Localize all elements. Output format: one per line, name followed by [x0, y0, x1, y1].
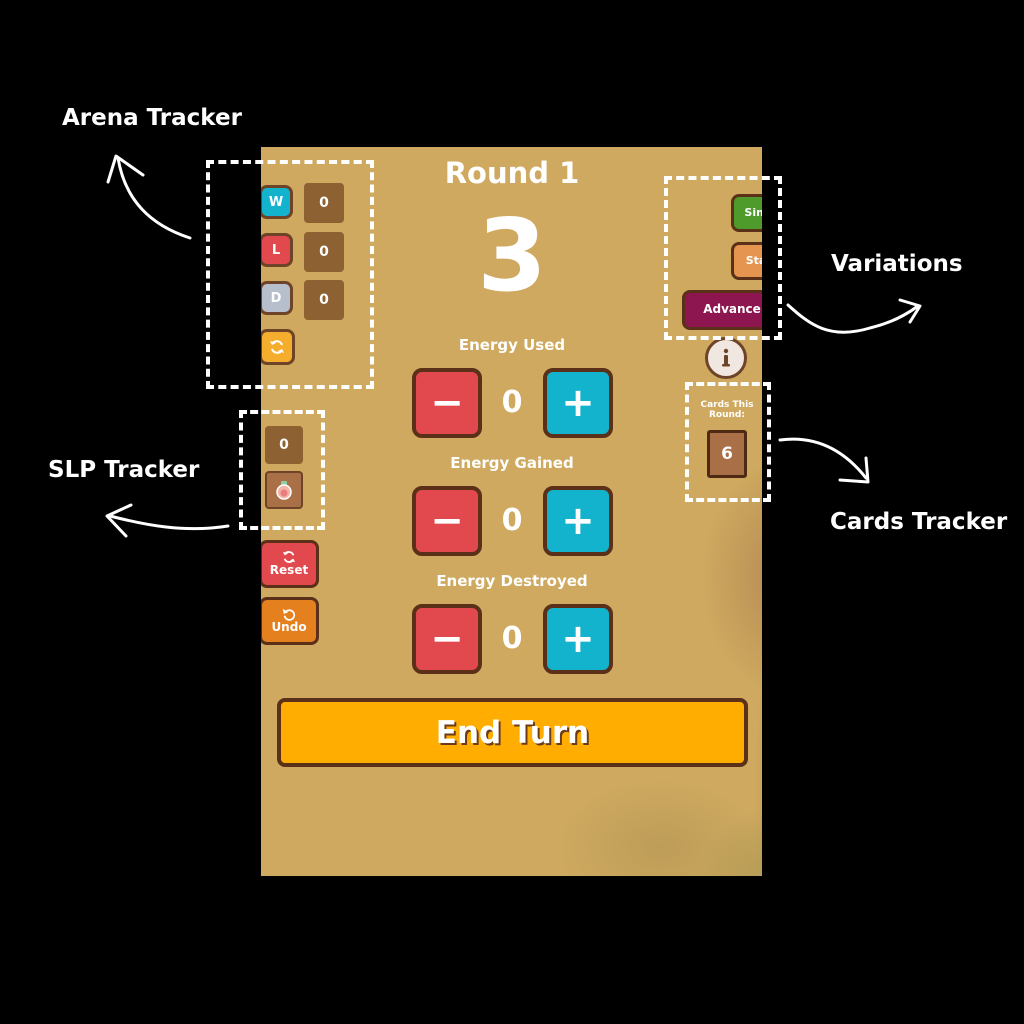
undo-icon: [282, 609, 296, 622]
standard-label: Sta: [745, 253, 762, 267]
slp-potion-button[interactable]: [265, 471, 303, 509]
energy-gained-value: 0: [501, 503, 523, 538]
end-turn-label: End Turn: [435, 714, 590, 751]
energy-destroyed-value: 0: [501, 621, 523, 656]
info-button[interactable]: [705, 337, 747, 379]
loss-label: L: [271, 242, 281, 258]
energy-used-value: 0: [501, 385, 523, 420]
arena-tracker-box: [206, 160, 374, 389]
slp-tracker-annotation: SLP Tracker: [48, 457, 200, 483]
energy-gained-minus-button[interactable]: −: [412, 486, 482, 556]
game-screen: Round 1 3 Energy Used − 0 + Energy Gaine…: [261, 147, 762, 876]
cards-tracker-annotation: Cards Tracker: [830, 509, 1008, 535]
energy-destroyed-plus-button[interactable]: +: [543, 604, 613, 674]
variations-annotation: Variations: [831, 251, 963, 277]
end-turn-button[interactable]: End Turn: [277, 698, 748, 767]
slp-tracker-box: [239, 410, 325, 530]
refresh-icon: [270, 340, 284, 354]
reset-button[interactable]: Reset: [261, 540, 319, 588]
energy-used-label: Energy Used: [458, 336, 566, 354]
advance-label: Advance: [703, 302, 761, 317]
arena-tracker-annotation: Arena Tracker: [62, 105, 242, 131]
energy-gained-label: Energy Gained: [450, 454, 574, 472]
refresh-icon: [282, 551, 296, 564]
energy-used-plus-button[interactable]: +: [543, 368, 613, 438]
simple-variation-button[interactable]: Sim: [731, 194, 762, 232]
reset-label: Reset: [269, 563, 309, 578]
loss-count: 0: [304, 232, 344, 272]
win-count: 0: [304, 183, 344, 223]
undo-button[interactable]: Undo: [261, 597, 319, 645]
cards-tracker-box: [685, 382, 771, 502]
draw-chip[interactable]: D: [261, 281, 293, 315]
energy-destroyed-minus-button[interactable]: −: [412, 604, 482, 674]
variations-box: [664, 176, 782, 340]
cards-this-round-label: Cards This Round:: [700, 400, 754, 420]
advance-variation-button[interactable]: Advance: [682, 290, 762, 330]
win-chip[interactable]: W: [261, 185, 293, 219]
cards-count: 6: [707, 430, 747, 478]
energy-count: 3: [477, 197, 547, 314]
energy-destroyed-label: Energy Destroyed: [436, 572, 588, 590]
slp-potion-icon: [276, 481, 292, 500]
loss-chip[interactable]: L: [261, 233, 293, 267]
undo-label: Undo: [271, 620, 307, 635]
draw-count: 0: [304, 280, 344, 320]
energy-gained-plus-button[interactable]: +: [543, 486, 613, 556]
win-label: W: [268, 194, 284, 210]
arena-refresh-button[interactable]: [261, 329, 295, 365]
simple-label: Sim: [744, 205, 762, 219]
standard-variation-button[interactable]: Sta: [731, 242, 762, 280]
cards-count-value: 6: [721, 444, 733, 464]
round-title: Round 1: [444, 156, 580, 190]
energy-used-minus-button[interactable]: −: [412, 368, 482, 438]
draw-label: D: [270, 290, 282, 306]
slp-count: 0: [265, 426, 303, 464]
info-icon: [722, 348, 730, 367]
